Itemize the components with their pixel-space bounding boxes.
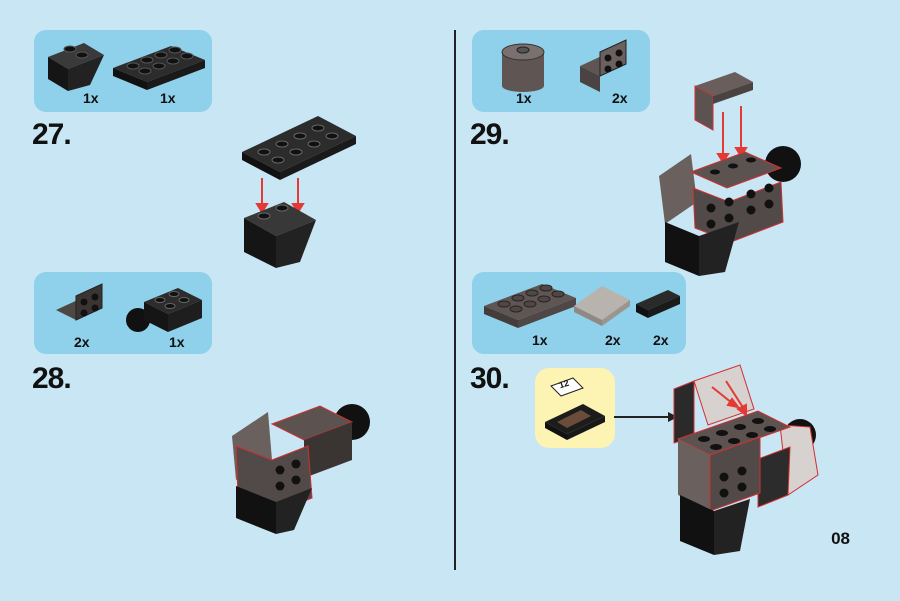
step-number: 30. [470, 362, 510, 395]
sub-assembly-callout: 12 [535, 368, 615, 448]
label-tag-icon [550, 377, 584, 397]
tile-with-print-icon [545, 404, 605, 440]
part-qty: 1x [83, 90, 99, 106]
part-qty: 1x [532, 332, 548, 348]
plate-2x4-icon [113, 46, 205, 90]
build-illustration-step-27 [242, 116, 356, 268]
parts-panel-step-29: 1x 2x [472, 30, 650, 112]
tile-1x2-icon [636, 290, 680, 318]
build-illustration-step-30 [673, 364, 819, 555]
part-qty: 1x [160, 90, 176, 106]
part-qty: 2x [74, 334, 90, 350]
part-qty: 2x [612, 90, 628, 106]
build-illustration-step-29 [659, 72, 801, 276]
part-qty: 1x [169, 334, 185, 350]
step-number: 29. [470, 118, 510, 151]
page-divider [454, 30, 456, 570]
bracket-brick-icon [580, 39, 627, 92]
build-illustration-step-28 [232, 404, 370, 534]
part-qty: 1x [516, 90, 532, 106]
slope-brick-icon [48, 43, 104, 91]
round-brick-icon [501, 43, 545, 92]
parts-panel-step-27: 1x 1x [34, 30, 212, 112]
plate-2x4-icon [484, 284, 576, 328]
brick-with-ball-icon [126, 288, 202, 332]
bracket-brick-icon [56, 283, 103, 321]
step-number: 27. [32, 118, 72, 151]
parts-panel-step-28: 2x 1x [34, 272, 212, 354]
step-number: 28. [32, 362, 72, 395]
curved-slope-tile-icon [574, 286, 630, 326]
part-qty: 2x [605, 332, 621, 348]
page-number: 08 [831, 529, 850, 548]
part-qty: 2x [653, 332, 669, 348]
parts-panel-step-30: 1x 2x 2x [472, 272, 686, 354]
assembly-arrow [614, 412, 678, 422]
